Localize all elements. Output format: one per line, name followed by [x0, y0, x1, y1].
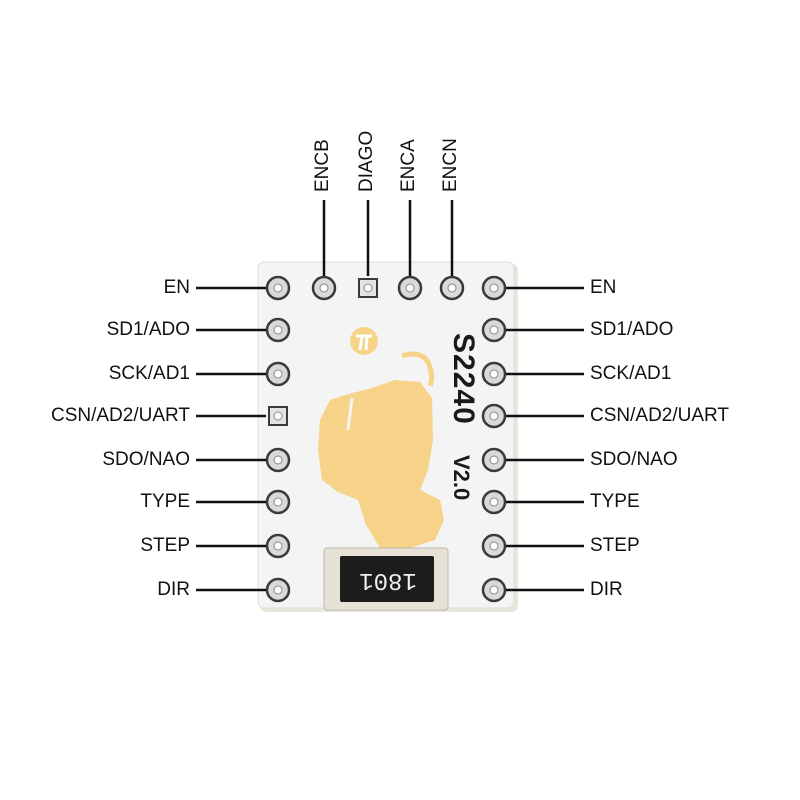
right-pin-8-hole	[489, 585, 499, 595]
right-pin-5-hole	[489, 455, 499, 465]
right-pin-label: DIR	[590, 579, 623, 600]
right-pin-label: STEP	[590, 535, 640, 556]
right-pin-1-hole	[489, 283, 499, 293]
left-pin-label: CSN/AD2/UART	[50, 405, 190, 426]
logo-icon	[350, 327, 378, 355]
gold-trace	[401, 351, 435, 387]
chip-name-label: S2240	[447, 333, 480, 425]
top-pin-4-hole	[447, 283, 457, 293]
top-pin-label: DIAGO	[356, 130, 377, 192]
chip-version-label: V2.0	[449, 455, 474, 501]
top-pin-label: ENCA	[398, 139, 419, 192]
right-pin-6-hole	[489, 497, 499, 507]
left-pin-5-hole	[273, 455, 283, 465]
top-pin-label: ENCB	[312, 139, 333, 192]
left-pin-label: DIR	[157, 579, 190, 600]
right-pin-label: SD1/ADO	[590, 319, 674, 340]
right-pin-label: SCK/AD1	[590, 363, 672, 384]
left-pin-label: EN	[163, 277, 190, 298]
left-pin-1-hole	[273, 283, 283, 293]
top-pin-label: ENCN	[440, 138, 461, 192]
resistor-top	[340, 556, 434, 602]
right-pin-7-hole	[489, 541, 499, 551]
left-pin-6-hole	[273, 497, 283, 507]
left-pin-2-hole	[273, 325, 283, 335]
left-pin-8-hole	[273, 585, 283, 595]
logo-mark	[356, 334, 372, 351]
top-pin-1-hole	[319, 283, 329, 293]
left-pin-label: SCK/AD1	[108, 363, 190, 384]
gold-slit	[346, 397, 354, 431]
right-pin-2-hole	[489, 325, 499, 335]
left-pin-7-hole	[273, 541, 283, 551]
top-pin-2-hole	[363, 283, 373, 293]
right-pin-4-hole	[489, 411, 499, 421]
left-pin-4-hole	[273, 411, 283, 421]
left-pin-3-hole	[273, 369, 283, 379]
right-pin-label: SDO/NAO	[590, 449, 678, 470]
right-pin-label: CSN/AD2/UART	[590, 405, 730, 426]
left-pin-label: SD1/ADO	[106, 319, 190, 340]
right-pin-label: EN	[590, 277, 617, 298]
top-pin-3-hole	[405, 283, 415, 293]
left-pin-label: STEP	[140, 535, 190, 556]
resistor-code-label: 1801	[359, 566, 417, 593]
left-pin-label: TYPE	[140, 491, 190, 512]
right-pin-3-hole	[489, 369, 499, 379]
right-pin-label: TYPE	[590, 491, 640, 512]
left-pin-label: SDO/NAO	[102, 449, 190, 470]
